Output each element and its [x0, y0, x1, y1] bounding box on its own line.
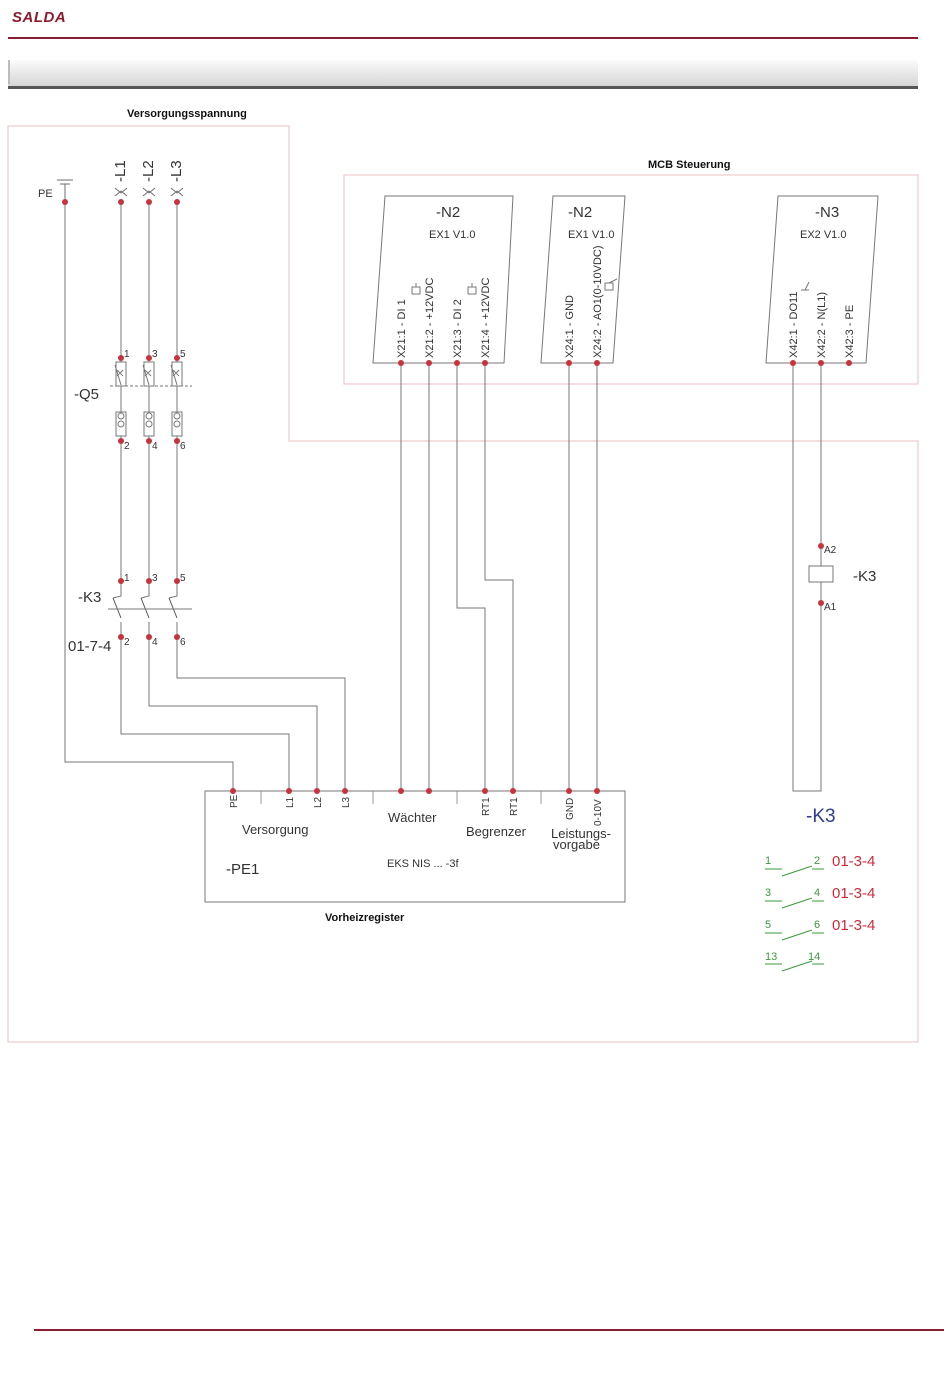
k3-coil [808, 565, 834, 583]
heater-term-l2: L2 [313, 796, 324, 808]
k3-terminal-2: 2 [124, 637, 130, 648]
k3-power-contacts [108, 585, 192, 637]
controller-section-title: MCB Steuerung [648, 159, 731, 171]
pin-x42-2: X42:2 - N(L1) [816, 292, 828, 358]
heater-term-l3: L3 [341, 796, 352, 808]
k3-coil-a2: A2 [824, 545, 837, 556]
contact-row1-a: 1 [765, 855, 771, 867]
section-bar [8, 60, 918, 89]
wire-l2 [148, 202, 318, 791]
contact-row4-b: 14 [808, 951, 820, 963]
pin-x42-1: X42:1 - DO11 [788, 292, 800, 358]
controller-frame [343, 174, 919, 385]
module-n3-body [765, 195, 879, 364]
heater-term-gnd: GND [565, 798, 576, 820]
section-bar-tick [8, 60, 10, 84]
pin-x24-1: X24:1 - GND [564, 295, 576, 358]
phase-l1-label: -L1 [112, 160, 129, 182]
brand-logo: SALDA [12, 9, 67, 26]
heater-group-power-b: vorgabe [553, 837, 600, 852]
wire-12v-b [484, 363, 514, 791]
q5-breaker [110, 361, 192, 437]
pe-supply-label: PE [38, 188, 53, 200]
contact-row3-ref: 01-3-4 [832, 917, 875, 934]
heater-model: EKS NIS ... -3f [387, 858, 459, 870]
heater-term-0-10v: 0-10V [593, 799, 604, 826]
header-rule [8, 37, 918, 39]
k3-power-tag: -K3 [78, 589, 101, 606]
q5-terminal-3: 3 [152, 349, 158, 360]
contact-row3-b: 6 [814, 919, 820, 931]
heater-group-limiter: Begrenzer [466, 824, 527, 839]
heater-group-guard: Wächter [388, 810, 437, 825]
phase-l2-label: -L2 [140, 160, 157, 182]
pin-x21-1: X21:1 - DI 1 [396, 299, 408, 358]
k3-terminal-5: 5 [180, 573, 186, 584]
contact-row2-b: 4 [814, 887, 820, 899]
wire-pe [64, 202, 234, 791]
pin-x21-3: X21:3 - DI 2 [452, 299, 464, 358]
k3-terminal-1: 1 [124, 573, 130, 584]
module-n2-b-version: EX1 V1.0 [568, 229, 614, 241]
pin-x42-3: X42:3 - PE [844, 305, 856, 358]
module-n2-b-id: -N2 [568, 204, 592, 221]
q5-terminal-2: 2 [124, 441, 130, 452]
q5-terminal-6: 6 [180, 441, 186, 452]
module-n2-a-body [372, 195, 514, 364]
heater-body [204, 790, 626, 903]
pin-x21-2: X21:2 - +12VDC [424, 278, 436, 358]
k3-terminal-3: 3 [152, 573, 158, 584]
module-n2-a-id: -N2 [436, 204, 460, 221]
q5-tag: -Q5 [74, 386, 99, 403]
supply-section-title: Versorgungsspannung [127, 108, 247, 120]
module-n2-a-version: EX1 V1.0 [429, 229, 475, 241]
contact-row3-a: 5 [765, 919, 771, 931]
heater-term-rt1-b: RT1 [509, 797, 520, 816]
contact-row2-a: 3 [765, 887, 771, 899]
contact-table-tag: -K3 [806, 806, 836, 827]
contact-row1-b: 2 [814, 855, 820, 867]
contact-row1-ref: 01-3-4 [832, 853, 875, 870]
q5-terminal-1: 1 [124, 349, 130, 360]
k3-power-ref: 01-7-4 [68, 638, 111, 655]
q5-terminal-4: 4 [152, 441, 158, 452]
k3-coil-a1: A1 [824, 602, 837, 613]
heater-term-l1: L1 [285, 796, 296, 808]
heater-group-supply: Versorgung [242, 822, 309, 837]
supply-frame [7, 125, 919, 1043]
wire-l3 [176, 202, 346, 791]
phase-l3-label: -L3 [168, 160, 185, 182]
heater-term-pe: PE [229, 794, 240, 808]
heater-term-rt1-a: RT1 [481, 797, 492, 816]
heater-group-power-a: Leistungs- [551, 826, 611, 841]
wire-l1 [120, 202, 290, 791]
k3-terminal-4: 4 [152, 637, 158, 648]
k3-terminal-6: 6 [180, 637, 186, 648]
connection-nodes [62, 199, 852, 794]
module-n3-id: -N3 [815, 204, 839, 221]
k3-coil-tag: -K3 [853, 568, 876, 585]
heater-tag: -PE1 [226, 861, 259, 878]
pin-x21-4: X21:4 - +12VDC [480, 278, 492, 358]
module-n2-b-body [540, 195, 626, 364]
page-header: SALDA [0, 0, 950, 42]
q5-terminal-5: 5 [180, 349, 186, 360]
wire-di2 [456, 363, 486, 791]
footer-rule [34, 1329, 944, 1331]
heater-section-title: Vorheizregister [325, 912, 405, 924]
pin-x24-2: X24:2 - AO1(0-10VDC) [592, 246, 604, 359]
contact-row4-a: 13 [765, 951, 777, 963]
contact-row2-ref: 01-3-4 [832, 885, 875, 902]
module-n3-version: EX2 V1.0 [800, 229, 846, 241]
wire-do11 [792, 363, 822, 792]
